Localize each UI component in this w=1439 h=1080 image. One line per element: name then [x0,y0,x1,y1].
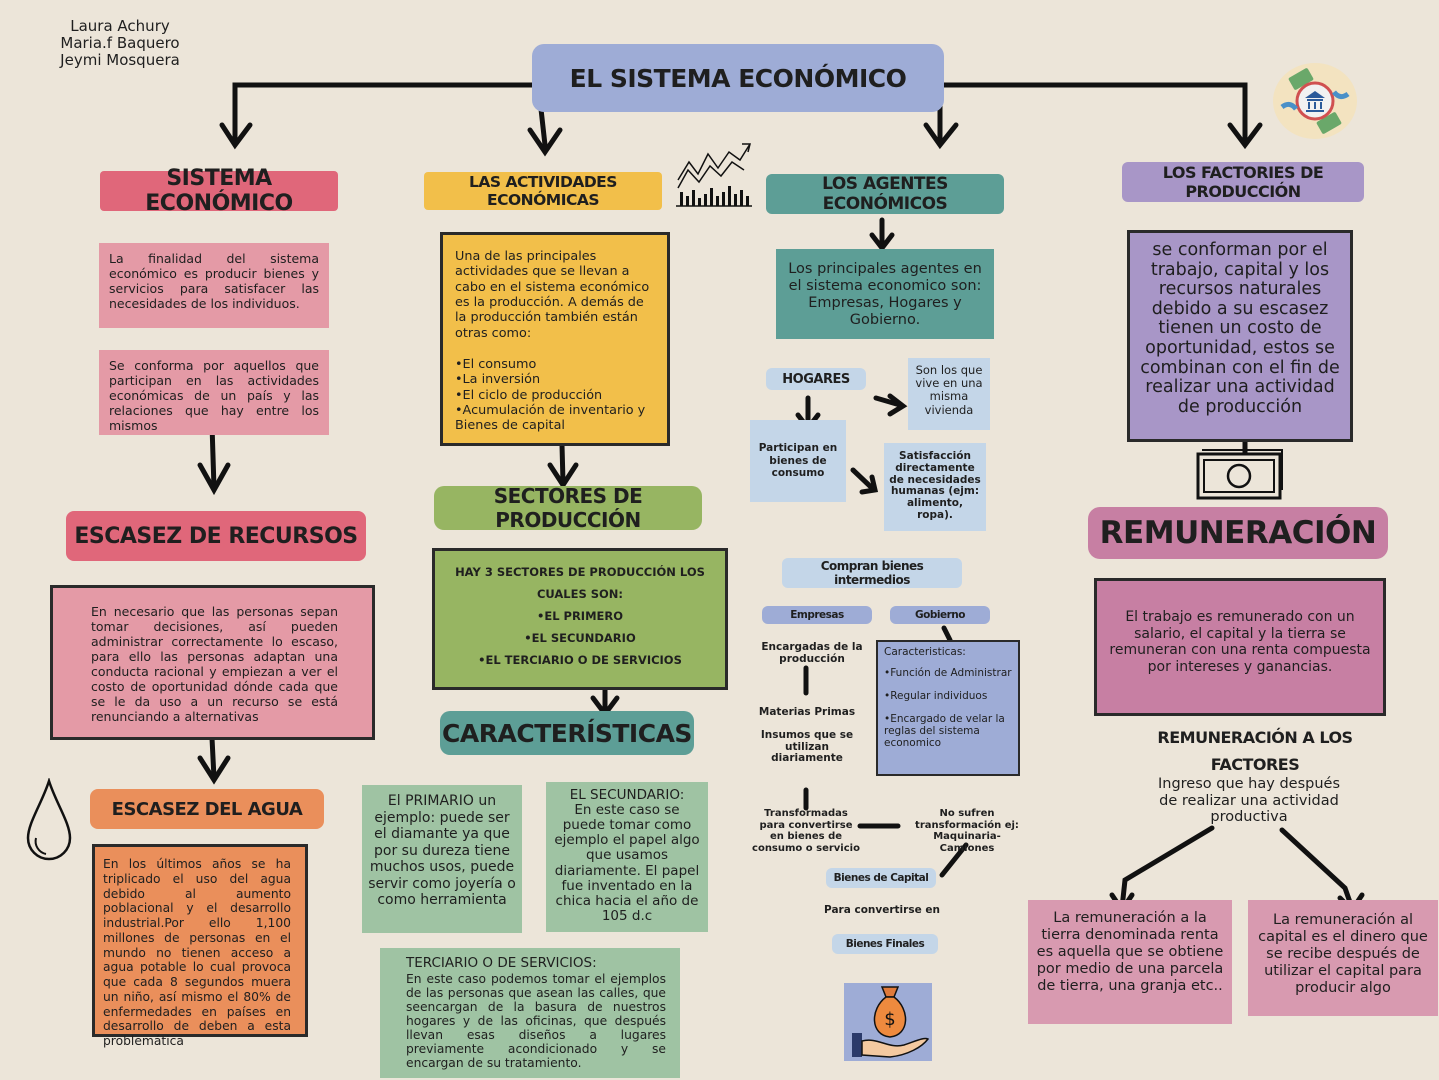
cash-bill-icon [1196,449,1283,500]
sistema-finalidad-text: La finalidad del sistema económico es pr… [99,243,329,328]
insumos-text: Insumos que se utilizan diariamente [760,729,854,765]
caracteristica-item: •Función de Administrar [884,667,1012,680]
materias-primas: Materias Primas [758,706,856,718]
empresas-label: Empresas [762,606,872,624]
actividad-item: •Acumulación de inventario y Bienes de c… [455,403,646,434]
escasez-agua-text: En los últimos años se ha triplicado el … [92,844,308,1048]
remuneracion-text: El trabajo es remunerado con un salario,… [1094,578,1386,716]
bank-money-icon [1273,63,1357,139]
author-3: Jeymi Mosquera [60,51,180,69]
sectores-title: SECTORES DE PRODUCCIÓN [434,484,702,532]
sectores-line: CUALES SON: [536,587,624,601]
actividad-item: •La inversión [455,372,541,388]
remuneracion-title: REMUNERACIÓN [1088,507,1388,559]
actividades-intro: Una de las principales actividades que s… [455,249,650,341]
actividad-item: •El ciclo de producción [455,387,603,403]
terciario-box: TERCIARIO O DE SERVICIOS: En este caso p… [380,948,680,1078]
bienes-finales-label: Bienes Finales [832,934,938,954]
svg-text:$: $ [884,1009,895,1030]
gobierno-caracteristicas-box: Caracteristicas: •Función de Administrar… [876,640,1020,776]
author-1: Laura Achury [70,17,170,35]
sectores-line: •EL PRIMERO [536,609,624,623]
sectores-line: •EL SECUNDARIO [524,631,636,645]
author-2: Maria.f Baquero [60,34,180,52]
no-sufren-text: No sufren transformación ej: Maquinaria-… [915,808,1019,854]
main-title: EL SISTEMA ECONÓMICO [532,44,944,112]
sectores-box: HAY 3 SECTORES DE PRODUCCIÓN LOS CUALES … [432,548,728,690]
secundario-title: EL SECUNDARIO: [569,787,685,803]
para-convertirse-text: Para convertirse en [824,904,940,916]
remuneracion-capital: La remuneración al capital es el dinero … [1248,900,1438,1016]
escasez-recursos-title: ESCASEZ DE RECURSOS [66,511,366,561]
hogares-definicion: Son los que vive en una misma vivienda [908,358,990,430]
sectores-line: HAY 3 SECTORES DE PRODUCCIÓN LOS [455,565,705,579]
caracteristica-item: •Encargado de velar la reglas del sistem… [884,713,1005,750]
agentes-title: LOS AGENTES ECONÓMICOS [766,174,1004,214]
remuneracion-tierra: La remuneración a la tierra denominada r… [1028,900,1232,1024]
secundario-box: EL SECUNDARIO: En este caso se puede tom… [546,782,708,932]
factores-title: LOS FACTORIES DE PRODUCCIÓN [1122,162,1364,202]
escasez-recursos-text: En necesario que las personas sepan toma… [50,585,375,740]
remuneracion-factores-text: Ingreso que hay después de realizar una … [1157,776,1340,826]
hogares-satisfaccion: Satisfacción directamente de necesidades… [884,443,986,531]
water-drop-icon [26,778,72,861]
sectores-line: •EL TERCIARIO O DE SERVICIOS [478,653,682,667]
actividades-list: •El consumo •La inversión •El ciclo de p… [455,357,655,434]
empresas-encargadas: Encargadas de la producción [761,641,863,665]
secundario-text: En este caso se puede tomar como ejemplo… [554,802,700,924]
money-bag-hand-icon: $ [844,983,932,1061]
sistema-conforma-text: Se conforma por aquellos que participan … [99,350,329,435]
terciario-text: En este caso podemos tomar el ejemplos d… [406,971,666,1071]
escasez-agua-title: ESCASEZ DEL AGUA [90,789,324,829]
gobierno-label: Gobierno [890,606,990,624]
actividades-title: LAS ACTIVIDADES ECONÓMICAS [424,172,662,210]
caracteristica-item: •Regular individuos [884,690,988,703]
terciario-title: TERCIARIO O DE SERVICIOS: [406,955,597,971]
bienes-capital-label: Bienes de Capital [826,868,936,888]
primario-text: El PRIMARIO un ejemplo: puede ser el dia… [362,785,522,933]
remuneracion-factores-title: REMUNERACIÓN A LOS FACTORES [1157,728,1353,774]
caracteristicas-title: CARACTERÍSTICAS [440,711,694,755]
compran-bienes-label: Compran bienes intermedios [782,558,962,588]
actividad-item: •El consumo [455,357,537,373]
caracteristicas-title: Caracteristicas: [884,646,966,658]
growth-chart-icon [676,143,752,207]
transformadas-text: Transformadas para convertirse en bienes… [752,808,860,854]
authors: Laura Achury Maria.f Baquero Jeymi Mosqu… [55,18,185,69]
sistema-economico-title: SISTEMA ECONÓMICO [100,166,338,216]
agentes-principales-text: Los principales agentes en el sistema ec… [776,249,994,339]
actividades-box: Una de las principales actividades que s… [440,232,670,446]
factores-text: se conforman por el trabajo, capital y l… [1127,230,1353,442]
hogares-label: HOGARES [766,368,866,390]
hogares-participan: Participan en bienes de consumo [750,420,846,502]
